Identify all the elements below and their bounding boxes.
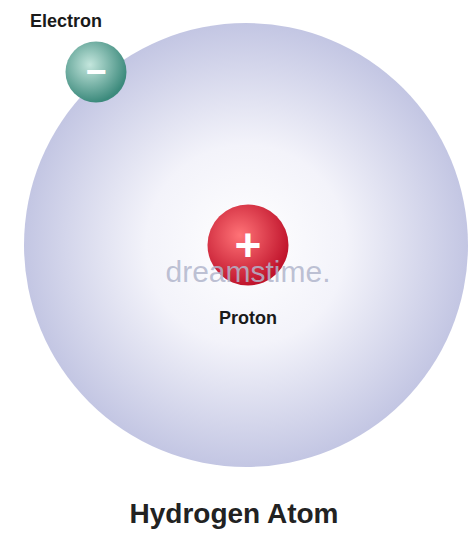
diagram-title: Hydrogen Atom (0, 498, 468, 530)
electron-node: −Electron (60, 11, 132, 103)
electron-circle: − (65, 41, 127, 103)
charge-sign: − (85, 54, 106, 90)
particle-label: Electron (30, 11, 102, 32)
electron-sphere (66, 42, 127, 103)
particle-label: Proton (219, 308, 277, 329)
electron-cloud (24, 23, 468, 467)
watermark: dreamstime. (165, 255, 330, 289)
